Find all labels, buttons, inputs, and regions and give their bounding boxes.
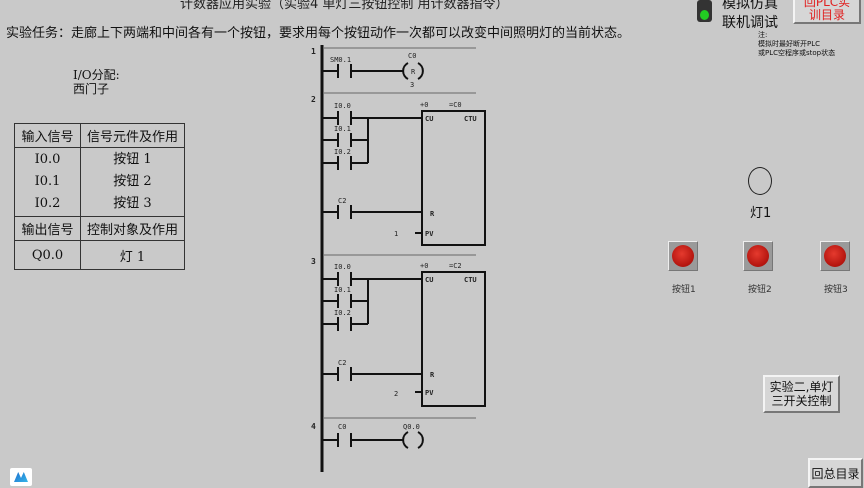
- online-mode-label[interactable]: 联机调试: [722, 15, 778, 31]
- button-label: 按钮1: [672, 285, 696, 295]
- counter-value: +0: [420, 101, 428, 109]
- coil-label: C0: [408, 52, 416, 60]
- svg-text:CTU: CTU: [464, 276, 477, 284]
- coil-label: Q0.0: [403, 423, 420, 431]
- svg-text:PV: PV: [425, 389, 434, 397]
- io-brand: 西门子: [73, 82, 110, 96]
- contact-label: I0.2: [334, 148, 351, 156]
- lamp-icon: [748, 167, 772, 195]
- back-plc-button[interactable]: 回PLC实训目录: [793, 0, 861, 24]
- svg-text:PV: PV: [425, 230, 434, 238]
- task-description: 实验任务：走廊上下两端和中间各有一个按钮，要求用每个按钮动作一次都可以改变中间照…: [6, 26, 631, 41]
- contact-label: SM0.1: [330, 56, 351, 64]
- counter-name: =C0: [449, 101, 462, 109]
- output-role: 灯 1: [80, 240, 185, 270]
- exp2-button[interactable]: 实验二,单灯三开关控制: [763, 375, 840, 413]
- page-title: 计数器应用实验（实验4 单灯三按钮控制 用计数器指令）: [180, 0, 509, 12]
- push-button-2[interactable]: [743, 241, 773, 271]
- rung-number: 3: [311, 257, 316, 266]
- mode-indicator-icon[interactable]: [697, 0, 712, 22]
- lamp-label: 灯1: [750, 206, 772, 221]
- rung-number: 4: [311, 422, 316, 431]
- back-main-button[interactable]: 回总目录: [808, 458, 863, 488]
- pv-value: 2: [394, 390, 398, 398]
- pv-value: 1: [394, 230, 398, 238]
- io-label: I/O分配:: [73, 68, 120, 82]
- button-label: 按钮3: [824, 285, 848, 295]
- svg-text:CU: CU: [425, 115, 433, 123]
- contact-label: I0.1: [334, 286, 351, 294]
- io-assignment: I/O分配:西门子: [73, 68, 120, 96]
- contact-label: C2: [338, 197, 346, 205]
- contact-label: C0: [338, 423, 346, 431]
- contact-label: I0.1: [334, 125, 351, 133]
- svg-text:R: R: [430, 371, 435, 379]
- logo-icon: [10, 468, 32, 486]
- header-input: 输入信号: [14, 123, 81, 148]
- coil-type: R: [411, 68, 416, 76]
- output-signal: Q0.0: [14, 240, 81, 270]
- push-button-3[interactable]: [820, 241, 850, 271]
- rung-number: 1: [311, 47, 316, 56]
- sim-mode-label[interactable]: 模拟仿真: [722, 0, 778, 12]
- counter-name: =C2: [449, 262, 462, 270]
- push-button-1[interactable]: [668, 241, 698, 271]
- contact-label: I0.0: [334, 102, 351, 110]
- svg-text:R: R: [430, 210, 435, 218]
- counter-value: +0: [420, 262, 428, 270]
- contact-label: I0.0: [334, 263, 351, 271]
- header-output-role: 控制对象及作用: [80, 216, 185, 241]
- button-label: 按钮2: [748, 285, 772, 295]
- contact-label: C2: [338, 359, 346, 367]
- contact-label: I0.2: [334, 309, 351, 317]
- svg-text:CTU: CTU: [464, 115, 477, 123]
- svg-text:CU: CU: [425, 276, 433, 284]
- rung-number: 2: [311, 95, 316, 104]
- coil-count: 3: [410, 81, 414, 89]
